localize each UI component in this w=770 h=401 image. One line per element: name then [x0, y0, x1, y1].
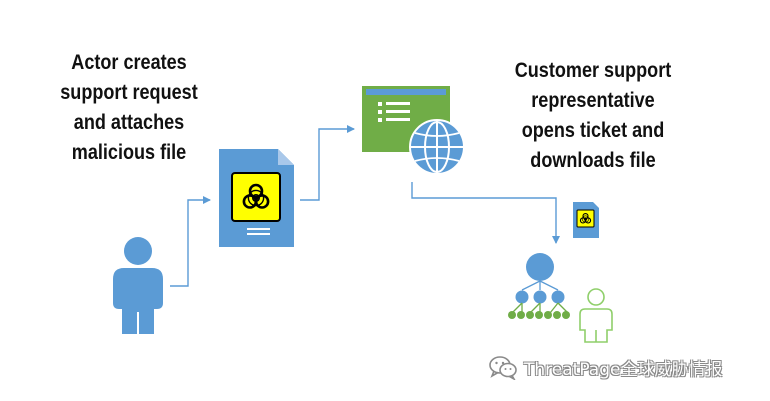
support-label-line: Customer support: [514, 59, 672, 82]
actor-label-line: Actor creates: [71, 51, 187, 74]
support-step-label: Customer support representative opens ti…: [511, 56, 674, 176]
small-document-icon: [573, 202, 599, 238]
connector-document-to-webform: [300, 125, 355, 201]
org-hierarchy-icon: [508, 253, 570, 319]
person-icon: [113, 237, 163, 334]
person-outline-icon: [579, 288, 613, 343]
actor-label-line: malicious file: [71, 141, 187, 164]
watermark-text: ThreatPage全球威胁情报: [524, 359, 723, 380]
connector-webform-to-hierarchy: [411, 182, 560, 244]
connector-actor-to-document: [170, 196, 211, 287]
globe-icon: [409, 119, 465, 175]
document-icon: [219, 149, 294, 247]
watermark: ThreatPage全球威胁情报: [488, 352, 722, 382]
actor-step-label: Actor creates support request and attach…: [56, 48, 202, 168]
support-label-line: representative: [531, 89, 655, 112]
actor-label-line: and attaches: [73, 111, 185, 134]
support-label-line: opens ticket and: [521, 119, 665, 142]
actor-label-line: support request: [60, 81, 198, 104]
wechat-icon: [489, 356, 517, 380]
support-label-line: downloads file: [530, 149, 656, 172]
